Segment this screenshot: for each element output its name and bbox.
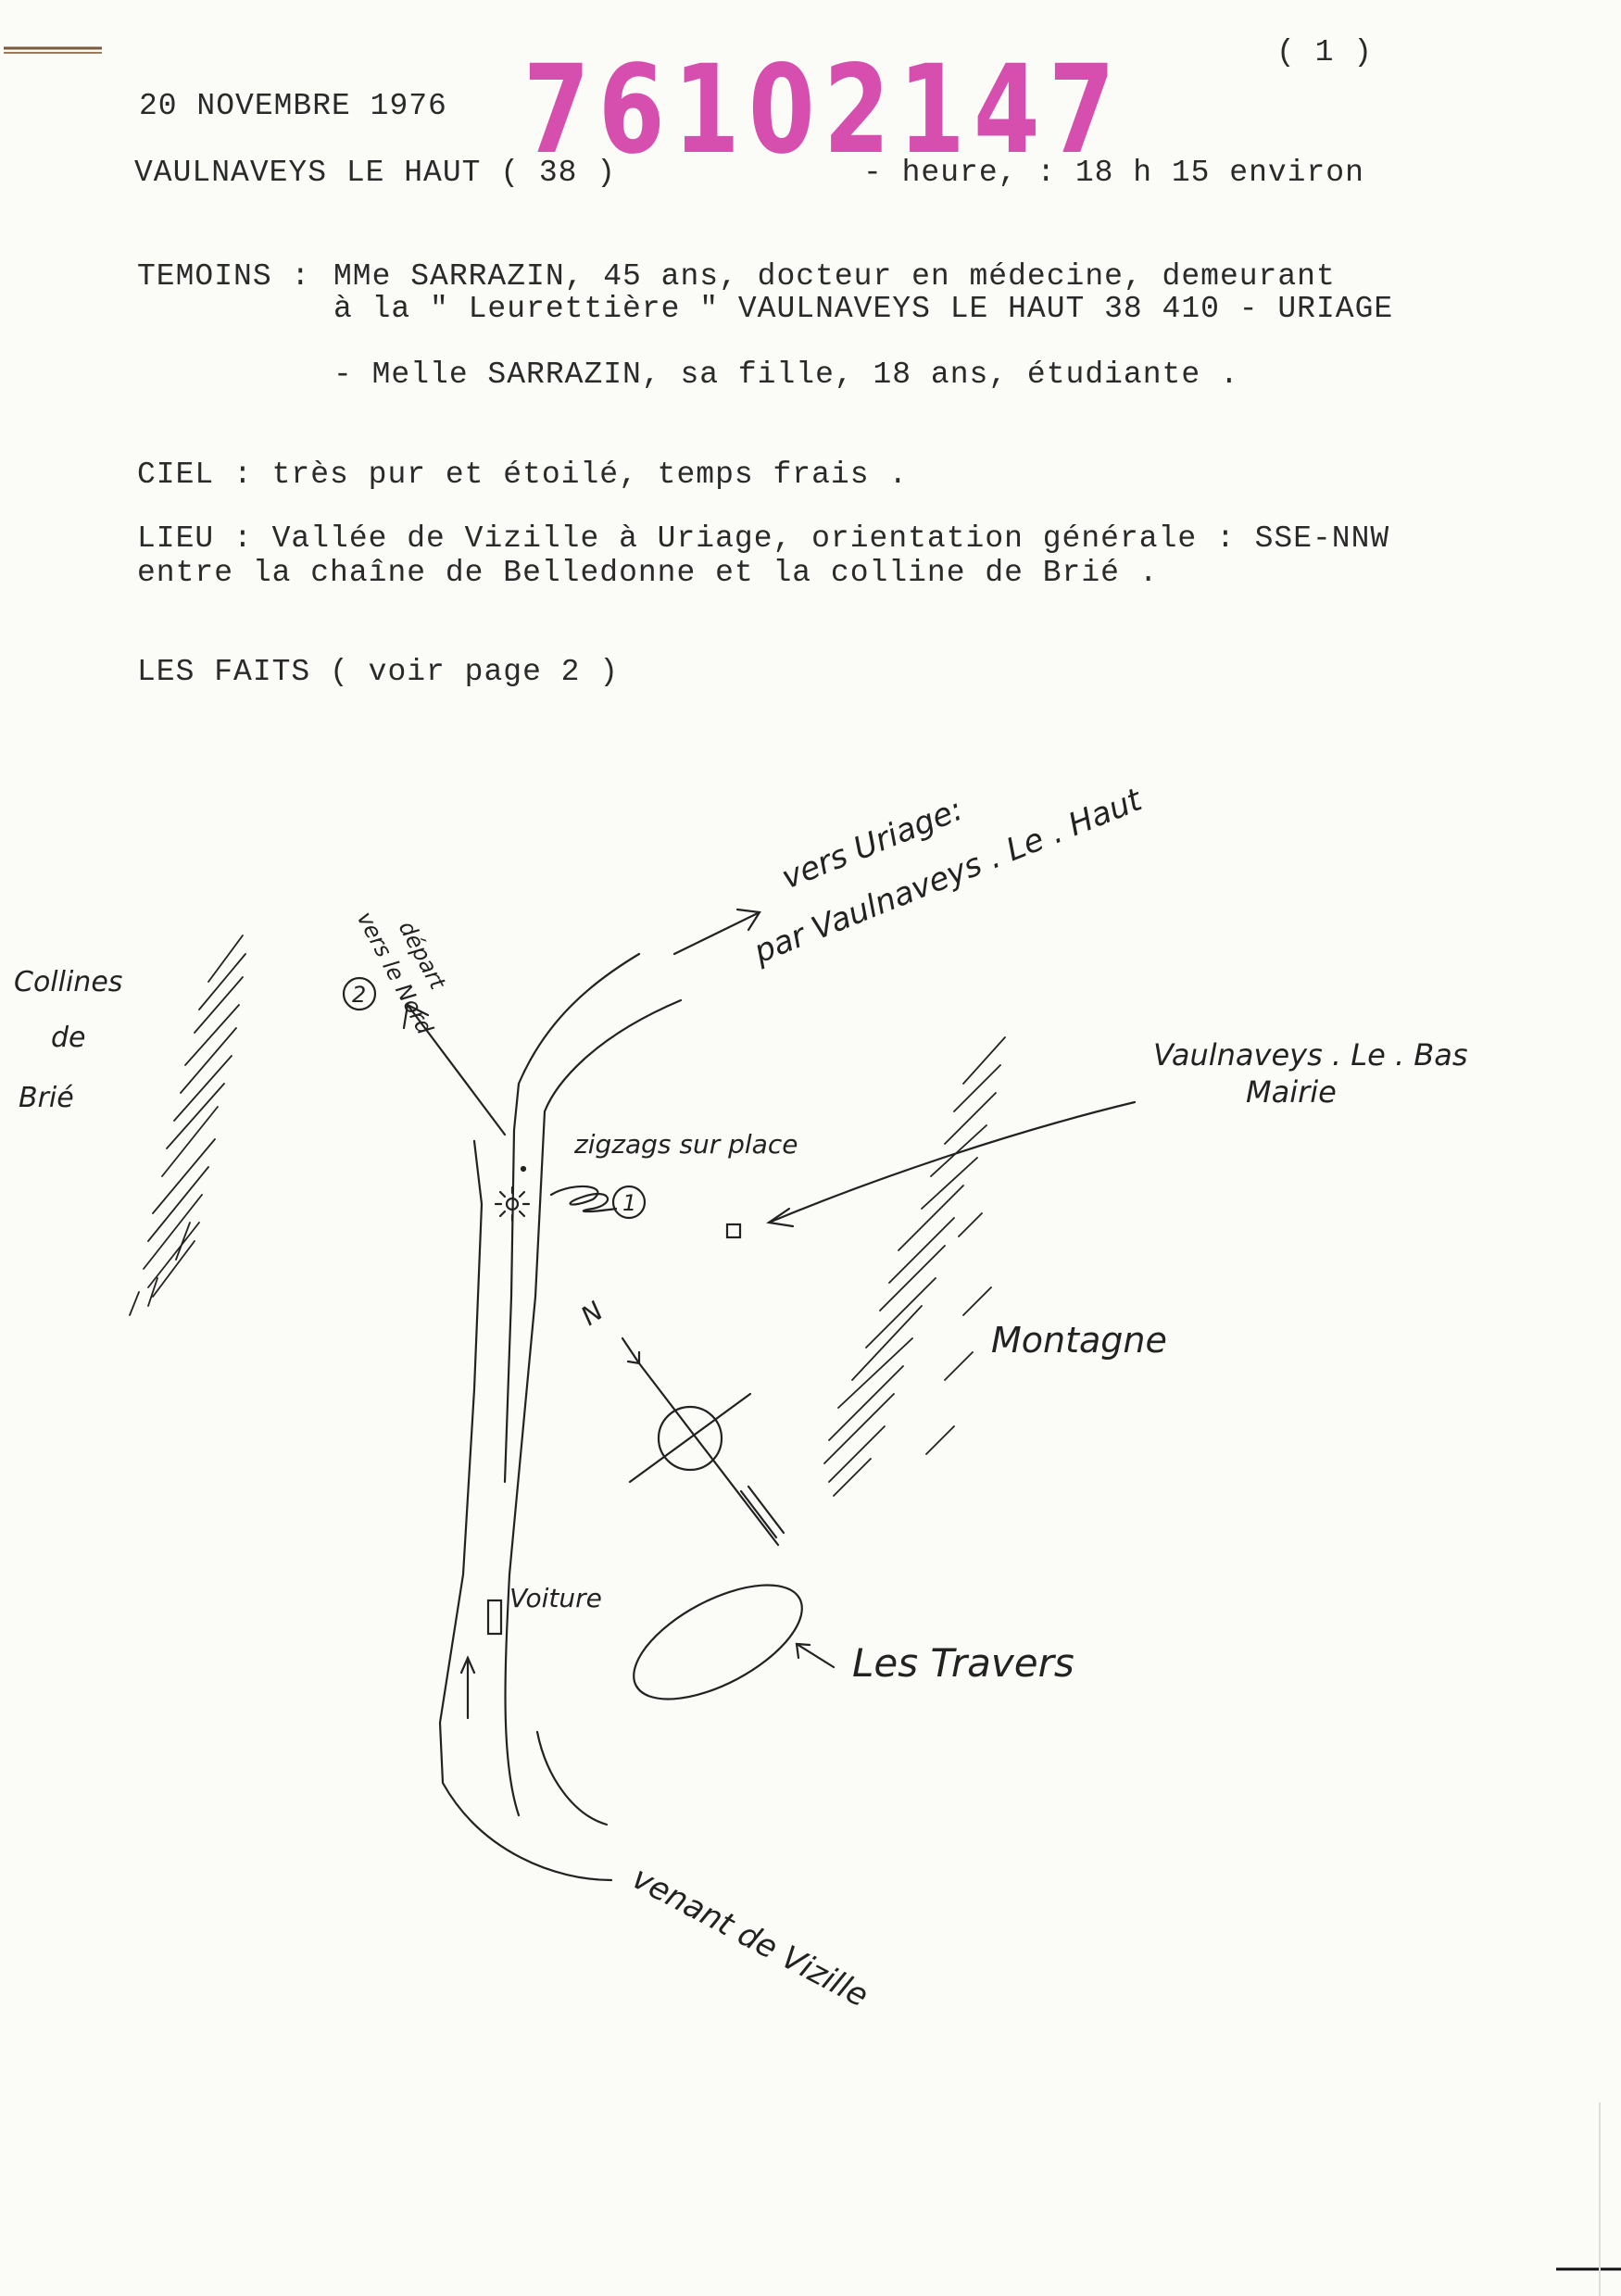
label-vaulnaveys-bas: Vaulnaveys . Le . Bas — [1153, 1037, 1468, 1073]
sky-conditions: CIEL : très pur et étoilé, temps frais . — [137, 458, 909, 492]
label-zigzags: zigzags sur place — [573, 1129, 798, 1160]
arrow-to-les-travers — [795, 1642, 836, 1669]
report-time: - heure, : 18 h 15 environ — [863, 156, 1364, 190]
label-montagne: Montagne — [991, 1320, 1167, 1361]
location-line-2: entre la chaîne de Belledonne et la coll… — [137, 556, 1159, 590]
road-edge-left — [438, 1139, 613, 1882]
arrow-departure-north — [406, 1003, 507, 1136]
report-date: 20 NOVEMBRE 1976 — [139, 89, 447, 123]
road-edge-right — [504, 998, 683, 1817]
marker-2-circle — [342, 976, 377, 1011]
report-place: VAULNAVEYS LE HAUT ( 38 ) — [134, 156, 617, 190]
page-number: ( 1 ) — [1276, 35, 1374, 69]
location-line-1: LIEU : Vallée de Vizille à Uriage, orien… — [137, 521, 1390, 556]
compass-symbol — [621, 1336, 785, 1547]
les-travers-ellipse — [633, 1584, 803, 1700]
car-symbol — [486, 1599, 503, 1636]
montagne-hatching — [823, 1036, 1006, 1497]
witness-1-line-1: MMe SARRAZIN, 45 ans, docteur en médecin… — [333, 259, 1336, 294]
label-collines-2: de — [51, 1022, 86, 1054]
vaulnaveys-bas-marker — [725, 1223, 742, 1239]
marker-1-circle — [611, 1185, 647, 1220]
label-collines-1: Collines — [14, 966, 122, 998]
reference-stamp: 76102147 — [523, 39, 1124, 182]
label-compass-n: N — [575, 1296, 609, 1332]
collines-de-brie-hatching — [129, 935, 246, 1316]
label-marker-2: 2 — [352, 982, 366, 1008]
arrow-to-uriage — [672, 910, 761, 956]
label-marker-1: 1 — [622, 1190, 636, 1216]
zigzag-squiggle — [549, 1185, 618, 1213]
witnesses-label: TEMOINS : — [137, 259, 311, 294]
witness-2: - Melle SARRAZIN, sa fille, 18 ans, étud… — [333, 358, 1239, 392]
object-sun-symbol — [494, 1186, 531, 1223]
facts-reference: LES FAITS ( voir page 2 ) — [137, 655, 620, 689]
label-mairie: Mairie — [1246, 1074, 1337, 1110]
label-collines-3: Brié — [19, 1082, 74, 1114]
label-voiture: Voiture — [509, 1583, 602, 1613]
label-les-travers: Les Travers — [852, 1640, 1074, 1686]
label-venant-de-vizille: venant de Vizille — [626, 1860, 874, 2015]
witness-1-line-2: à la " Leurettière " VAULNAVEYS LE HAUT … — [333, 292, 1394, 326]
arrow-from-vaulnaveys-bas — [767, 1100, 1137, 1224]
road-center-line — [503, 952, 641, 1484]
